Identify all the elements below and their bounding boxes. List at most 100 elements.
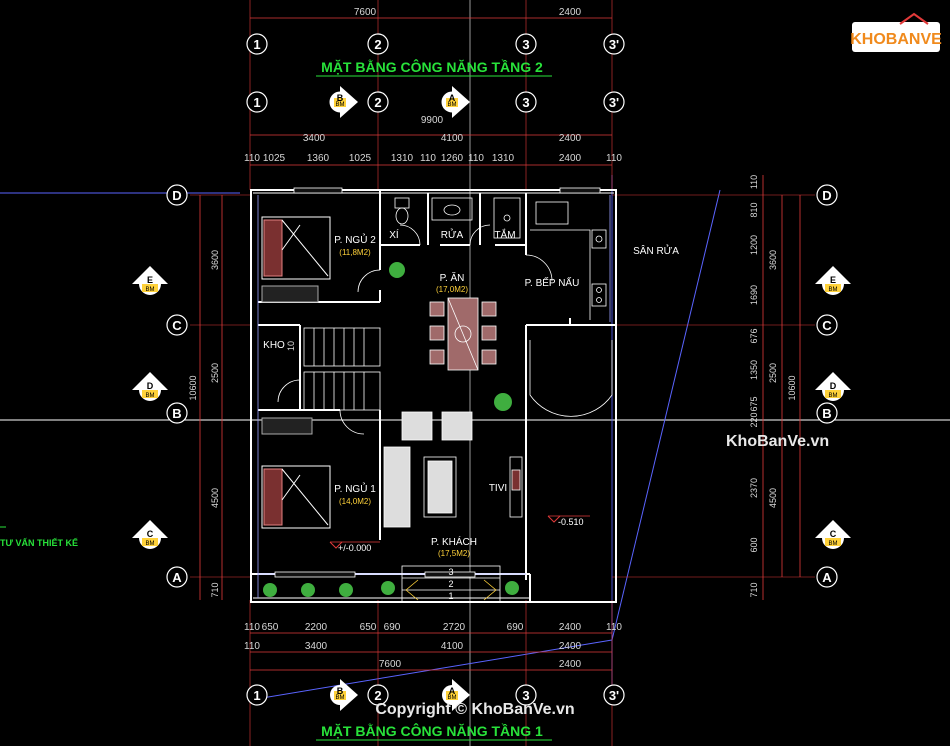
dim-top-line2-5: 110	[420, 153, 436, 164]
room-storage-name: KHO	[263, 340, 285, 351]
dim-top-total: 9900	[421, 115, 444, 126]
grid-top2-1: 1	[253, 95, 260, 110]
dim-right-inner-6: 675	[749, 396, 759, 411]
dim-top-line0-0: 7600	[354, 7, 377, 18]
step-2: 2	[448, 579, 453, 589]
consult-label: TƯ VẤN THIẾT KẾ	[0, 538, 78, 548]
section-mark-top-a-letter: A	[449, 93, 456, 103]
room-bedroom-2-area: (11,8M2)	[339, 248, 371, 257]
grid-top1-1: 1	[253, 37, 260, 52]
dim-bottom-line2-0: 110	[244, 641, 260, 652]
doors	[277, 224, 613, 435]
dim-right-inner-10: 710	[749, 582, 759, 597]
grid-top2-3p: 3'	[609, 95, 619, 110]
dim-right-inner-5: 1350	[749, 360, 759, 380]
room-living-area: (17,5M2)	[438, 549, 470, 558]
step-1: 1	[448, 591, 453, 601]
section-mark-top-b-letter: B	[337, 93, 344, 103]
room-living-name: P. KHÁCH	[431, 535, 477, 548]
wardrobe-bedroom-1	[261, 417, 313, 435]
dim-right-mid-0: 3600	[768, 250, 778, 270]
dim-bottom-line3-1: 2400	[559, 659, 582, 670]
grid-bottom-1: 1	[253, 688, 260, 703]
kho-dim: 10	[286, 341, 296, 351]
dim-bottom-line1-2: 2200	[305, 622, 328, 633]
title-floor2: MẶT BẰNG CÔNG NĂNG TẦNG 2	[321, 58, 543, 75]
dim-left-inner-3: 710	[210, 582, 220, 597]
top-grid-row2	[246, 91, 625, 113]
level-mark-kitchen: -0.510	[547, 515, 590, 527]
khobanve-logo: KHOBANVE	[850, 12, 942, 52]
dim-top-line2-0: 110	[244, 153, 260, 164]
dim-bottom-line2-2: 4100	[441, 641, 464, 652]
section-mark-top-b-code: BM	[336, 102, 345, 108]
room-kitchen-name: P. BẾP NẤU	[525, 276, 580, 289]
dim-top-line2-4: 1310	[391, 153, 414, 164]
room-bedroom-1-name: P. NGỦ 1	[334, 482, 376, 495]
dim-bottom-line1-7: 2400	[559, 622, 582, 633]
section-mark-left-c-code: BM	[146, 541, 155, 547]
grid-right-a: A	[822, 570, 832, 585]
dim-bottom-line1-1: 650	[262, 622, 279, 633]
section-mark-bottom-b-code: BM	[336, 695, 345, 701]
dim-left-inner-0: 3600	[210, 250, 220, 270]
dim-right-inner-3: 1690	[749, 285, 759, 305]
dim-top-line2-6: 1260	[441, 153, 464, 164]
dim-top-line2-3: 1025	[349, 153, 372, 164]
watermark-side: KhoBanVe.vn	[726, 433, 829, 450]
right-dimension-lines	[762, 175, 801, 600]
dim-right-inner-2: 1200	[749, 235, 759, 255]
grid-top1-3p: 3'	[609, 37, 619, 52]
room-dining-area: (17,0M2)	[436, 285, 468, 294]
top-dimension-lines	[250, 17, 612, 166]
bed-bedroom-2	[261, 216, 331, 280]
dim-right-outer: 10600	[787, 375, 797, 400]
room-bedroom-2-name: P. NGỦ 2	[334, 233, 376, 246]
title-floor1: MẶT BẰNG CÔNG NĂNG TẦNG 1	[321, 722, 543, 739]
dining-table	[429, 297, 497, 371]
dim-left-outer: 10600	[188, 375, 198, 400]
dim-top-line2-2: 1360	[307, 153, 330, 164]
section-mark-top-b: B BM	[329, 86, 358, 118]
bottom-grid-circles	[246, 684, 625, 706]
section-mark-bottom-a: A BM	[442, 679, 470, 711]
dim-bottom-line2-3: 2400	[559, 641, 582, 652]
grid-right-d: D	[822, 188, 831, 203]
dim-top-line0-1: 2400	[559, 7, 582, 18]
grid-top2-2: 2	[374, 95, 381, 110]
section-mark-bottom-a-code: BM	[448, 695, 457, 701]
dim-right-inner-4: 676	[749, 328, 759, 343]
section-mark-right-e-letter: E	[830, 275, 836, 285]
dim-bottom-line2: 110 3400 4100 2400	[244, 641, 582, 652]
dim-left-inner-2: 4500	[210, 488, 220, 508]
wardrobe-bedroom-2	[261, 285, 319, 303]
dim-top-line2-8: 1310	[492, 153, 515, 164]
grid-bottom-2: 2	[374, 688, 381, 703]
grid-left-c: C	[172, 318, 182, 333]
room-bath-name: TẮM	[494, 228, 515, 241]
dim-right-mid-1: 2500	[768, 363, 778, 383]
entry-steps	[401, 565, 501, 603]
section-mark-top-a-code: BM	[448, 102, 457, 108]
section-mark-left-e: E BM	[132, 266, 168, 295]
section-mark-right-c-letter: C	[830, 529, 837, 539]
left-dimension-lines	[199, 195, 223, 600]
level-1: -0.510	[558, 517, 584, 527]
dim-right-inner-8: 2370	[749, 478, 759, 498]
living-room-furniture	[383, 411, 523, 528]
grid-top1-2: 2	[374, 37, 381, 52]
dim-bottom-line1: 110 650 2200 650 690 2720 690 2400 110	[244, 622, 622, 633]
top-grid-row1	[246, 33, 625, 55]
section-mark-top-a: A BM	[441, 86, 470, 118]
section-mark-bottom-b-letter: B	[337, 686, 344, 696]
dim-top-line1-1: 4100	[441, 133, 464, 144]
section-mark-right-d-code: BM	[829, 393, 838, 399]
room-tv-label: TIVI	[489, 483, 507, 494]
dim-top-line2-1: 1025	[263, 153, 286, 164]
step-3: 3	[448, 567, 453, 577]
section-mark-right-c: C BM	[815, 520, 851, 549]
grid-bottom-3: 3	[522, 688, 529, 703]
section-mark-left-c-letter: C	[147, 529, 154, 539]
section-mark-right-d: D BM	[815, 372, 851, 401]
